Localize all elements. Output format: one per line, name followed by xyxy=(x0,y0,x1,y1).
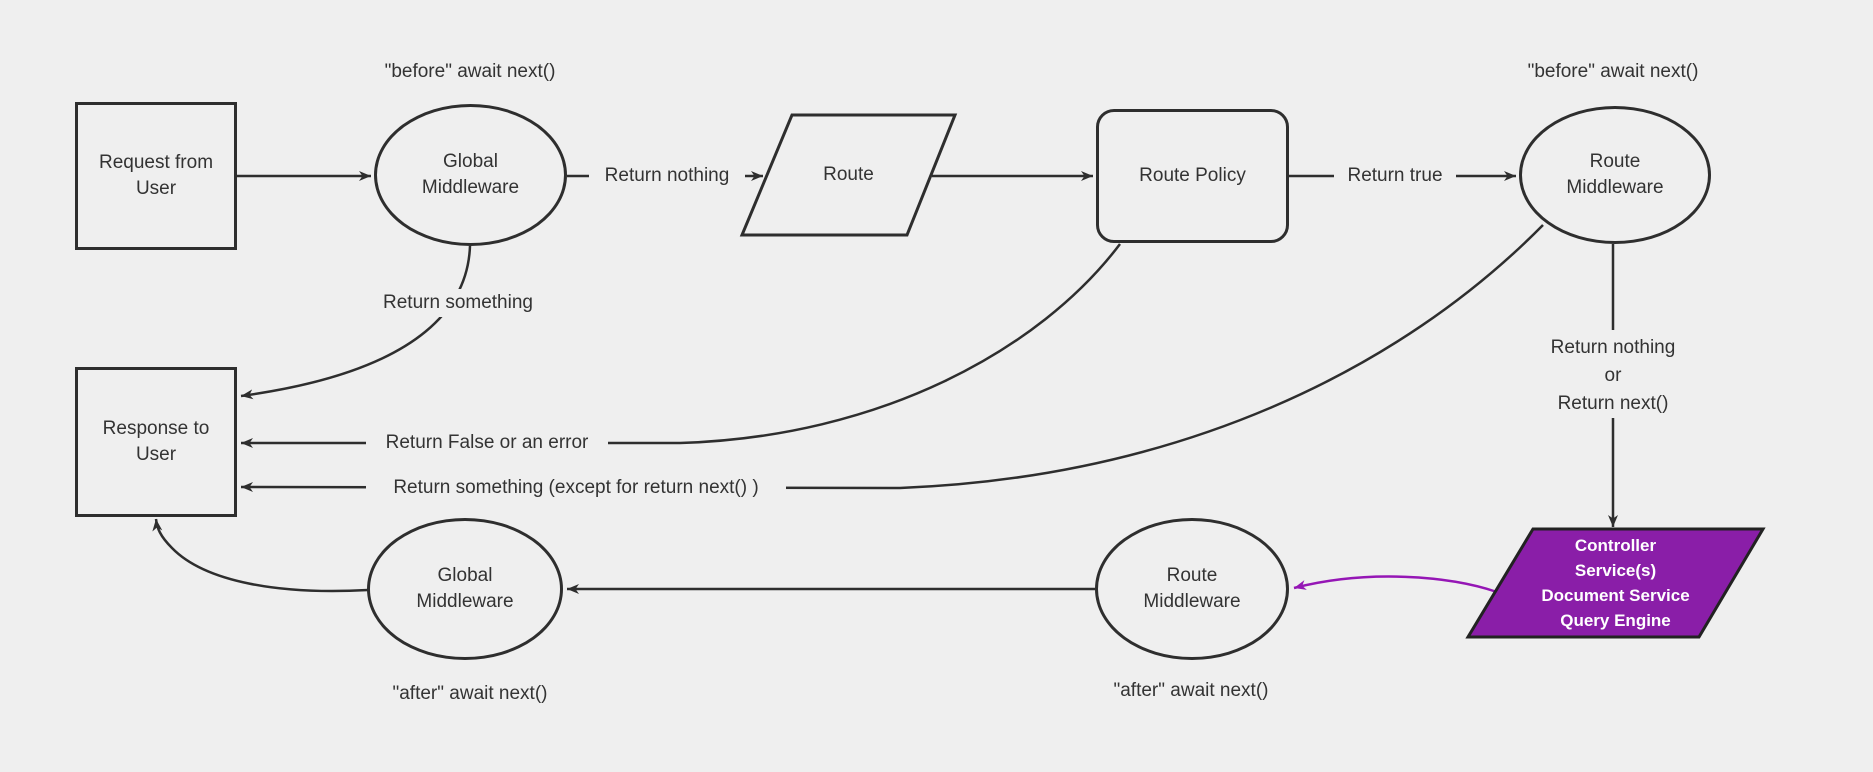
node-global-middleware-top-label: Global Middleware xyxy=(421,151,520,198)
route-parallelogram-shape xyxy=(739,113,958,237)
node-global-middleware-bottom-label: Global Middleware xyxy=(416,565,514,612)
node-global-middleware-bottom: Global Middleware xyxy=(367,518,563,660)
services-line-document-service: Document Service xyxy=(1541,586,1690,605)
edge-label-return-true: Return true xyxy=(1334,162,1456,190)
services-line-services: Service(s) xyxy=(1574,561,1657,580)
edge-services-to-route-middleware-bottom xyxy=(1293,575,1498,594)
edge-label-return-next-line: Return next() xyxy=(1557,393,1669,414)
edge-label-return-something: Return something xyxy=(369,289,547,317)
node-request-from-user: Request from User xyxy=(75,102,237,250)
edge-label-return-nothing-or-next: Return nothing or Return next() xyxy=(1513,334,1713,418)
edge-route-middleware-to-response xyxy=(240,224,1544,493)
node-request-label: Request from User xyxy=(98,152,214,199)
edge-global-middleware-to-response xyxy=(240,245,472,400)
annotation-after-await-right: "after" await next() xyxy=(1113,680,1269,701)
edge-route-policy-to-response xyxy=(241,243,1121,448)
edge-global-middleware-bottom-to-response xyxy=(152,518,369,593)
services-line-controller: Controller xyxy=(1574,536,1657,555)
edge-label-return-nothing: Return nothing xyxy=(589,162,745,190)
node-route-middleware-bottom: Route Middleware xyxy=(1095,518,1289,660)
annotation-after-await-left: "after" await next() xyxy=(392,683,548,704)
node-route-label: Route xyxy=(823,164,874,185)
edge-label-return-nothing-line: Return nothing xyxy=(1550,337,1676,358)
annotation-before-await-left: "before" await next() xyxy=(384,61,556,82)
node-response-to-user: Response to User xyxy=(75,367,237,517)
edge-label-return-something-except: Return something (except for return next… xyxy=(366,474,786,502)
edge-label-return-false-or-error: Return False or an error xyxy=(366,429,608,457)
node-route-policy: Route Policy xyxy=(1096,109,1289,243)
edge-label-or-line: or xyxy=(1604,365,1622,386)
node-route-middleware-bottom-label: Route Middleware xyxy=(1143,565,1241,612)
node-global-middleware-top: Global Middleware xyxy=(374,104,567,246)
node-route: Route xyxy=(742,115,955,235)
services-line-query-engine: Query Engine xyxy=(1560,611,1671,630)
annotation-before-await-right: "before" await next() xyxy=(1527,61,1699,82)
node-services-label: Controller Service(s) Document Service Q… xyxy=(1468,529,1763,637)
node-route-middleware-top: Route Middleware xyxy=(1519,106,1711,244)
node-response-label: Response to User xyxy=(102,418,210,465)
services-parallelogram-shape xyxy=(1465,527,1766,639)
node-route-policy-label: Route Policy xyxy=(1139,165,1246,186)
node-route-middleware-top-label: Route Middleware xyxy=(1566,151,1664,198)
